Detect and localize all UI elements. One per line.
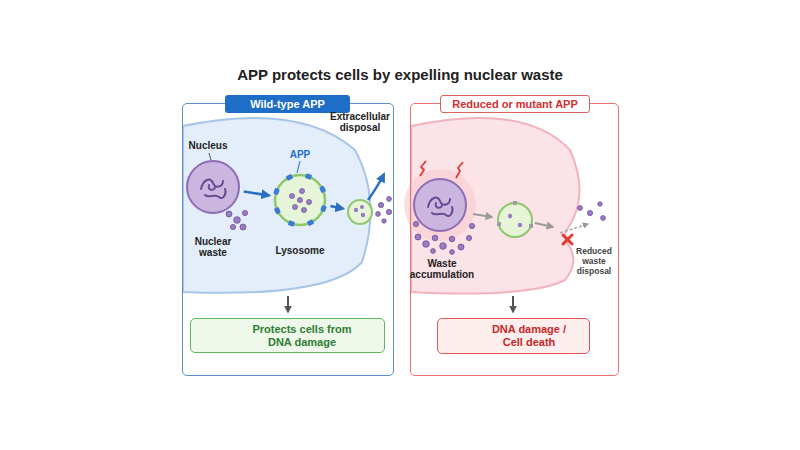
waste-dot	[376, 212, 381, 217]
nucleus-shape	[412, 177, 468, 233]
spark	[456, 162, 463, 178]
lysosome-shape	[498, 203, 532, 237]
part-label: Nuclear waste	[184, 234, 242, 260]
waste-dot	[466, 235, 471, 240]
chromatin	[428, 198, 453, 216]
lysosome: Lysosome	[272, 172, 328, 228]
waste-dot	[598, 202, 602, 206]
node-label: Nucleus	[178, 139, 238, 152]
stress-glow	[404, 169, 476, 241]
vesicle-shape	[346, 198, 374, 226]
flow-arrow	[244, 192, 270, 196]
waste-dot	[382, 219, 386, 223]
waste-dot	[226, 211, 232, 217]
small-lysosome	[497, 201, 533, 237]
vesicle: Extracellular disposal	[346, 198, 374, 226]
waste-dot	[518, 223, 522, 227]
waste-dot	[292, 204, 297, 209]
nucleus: Waste accumulation	[412, 177, 468, 233]
waste-dot	[242, 210, 247, 215]
waste-dot	[301, 207, 306, 212]
down-arrow	[287, 296, 289, 312]
panel: Reduced or mutant APPWaste accumulationD…	[410, 103, 619, 376]
app-marker	[497, 222, 501, 226]
nucleus-envelope	[414, 179, 466, 231]
damage-sparks	[420, 161, 463, 178]
waste-dot	[361, 213, 365, 217]
spark	[420, 161, 426, 176]
waste-dot	[289, 193, 294, 198]
outcome-text: Protects cells from DNA damage	[242, 320, 362, 351]
waste-dot	[587, 210, 592, 215]
app-marker	[307, 219, 315, 226]
protein-label: APP	[285, 148, 315, 161]
waste-dot	[440, 243, 447, 250]
waste-dot	[230, 224, 235, 229]
node-label: Lysosome	[268, 244, 332, 257]
lysosome-membrane	[275, 175, 325, 225]
panel-header: Reduced or mutant APP	[440, 95, 590, 113]
reduced-disposal-arrow	[560, 224, 588, 233]
disposal-arrow	[368, 174, 384, 200]
waste-dot	[432, 235, 438, 241]
waste-dot	[387, 197, 392, 202]
app-marker	[513, 201, 517, 205]
down-arrow	[512, 296, 514, 312]
blocked-cross	[563, 235, 572, 244]
cross-stroke	[563, 235, 572, 244]
waste-dot	[297, 197, 302, 202]
waste-dot	[378, 202, 383, 207]
note-label: Reduced waste disposal	[573, 246, 615, 278]
node-label: Extracellular disposal	[327, 109, 393, 135]
flow-arrow	[535, 223, 553, 227]
outcome-box: DNA damage / Cell death	[437, 318, 590, 354]
panel-header: Wild-type APP	[225, 95, 350, 113]
nucleus-envelope	[187, 161, 239, 213]
expelled-waste-dots	[376, 197, 392, 224]
app-marker	[273, 188, 280, 195]
outside-waste-dots	[578, 202, 606, 221]
waste-dot	[354, 208, 358, 212]
waste-dot	[240, 224, 246, 230]
waste-dot	[578, 206, 583, 211]
waste-dot	[306, 199, 311, 204]
waste-dot	[415, 234, 421, 240]
waste-dot	[450, 250, 455, 255]
waste-dot	[386, 209, 391, 214]
app-marker	[288, 220, 295, 227]
waste-dot	[234, 217, 241, 224]
waste-dot	[360, 205, 364, 209]
app-marker	[286, 174, 294, 181]
waste-dot	[469, 223, 474, 228]
waste-dot	[601, 216, 606, 221]
nuclear-waste-dots	[226, 210, 248, 230]
leader-line	[209, 153, 211, 160]
flow-arrow	[473, 214, 492, 217]
node-label: Waste accumulation	[407, 256, 477, 282]
chromatin	[201, 180, 226, 198]
flow-arrow	[330, 206, 343, 209]
waste-dot	[299, 188, 304, 193]
waste-dot	[508, 214, 512, 218]
outcome-box: Protects cells from DNA damage	[190, 318, 385, 353]
waste-dot	[431, 249, 436, 254]
waste-dot	[458, 244, 464, 250]
outcome-text: DNA damage / Cell death	[484, 320, 574, 352]
diagram-title: APP protects cells by expelling nuclear …	[0, 66, 800, 83]
vesicle-membrane	[348, 200, 372, 224]
app-marker	[305, 173, 312, 180]
leader-line	[297, 161, 300, 173]
waste-dot	[413, 221, 418, 226]
cross-stroke	[563, 235, 572, 244]
waste-dot	[449, 236, 455, 242]
app-marker	[319, 186, 326, 194]
nucleus-shape	[185, 159, 241, 215]
app-marker	[320, 205, 327, 212]
lysosome-shape	[272, 172, 328, 228]
app-marker	[274, 207, 281, 215]
app-marker	[529, 224, 533, 228]
waste-dot	[423, 241, 430, 248]
nucleus: Nucleus	[185, 159, 241, 215]
